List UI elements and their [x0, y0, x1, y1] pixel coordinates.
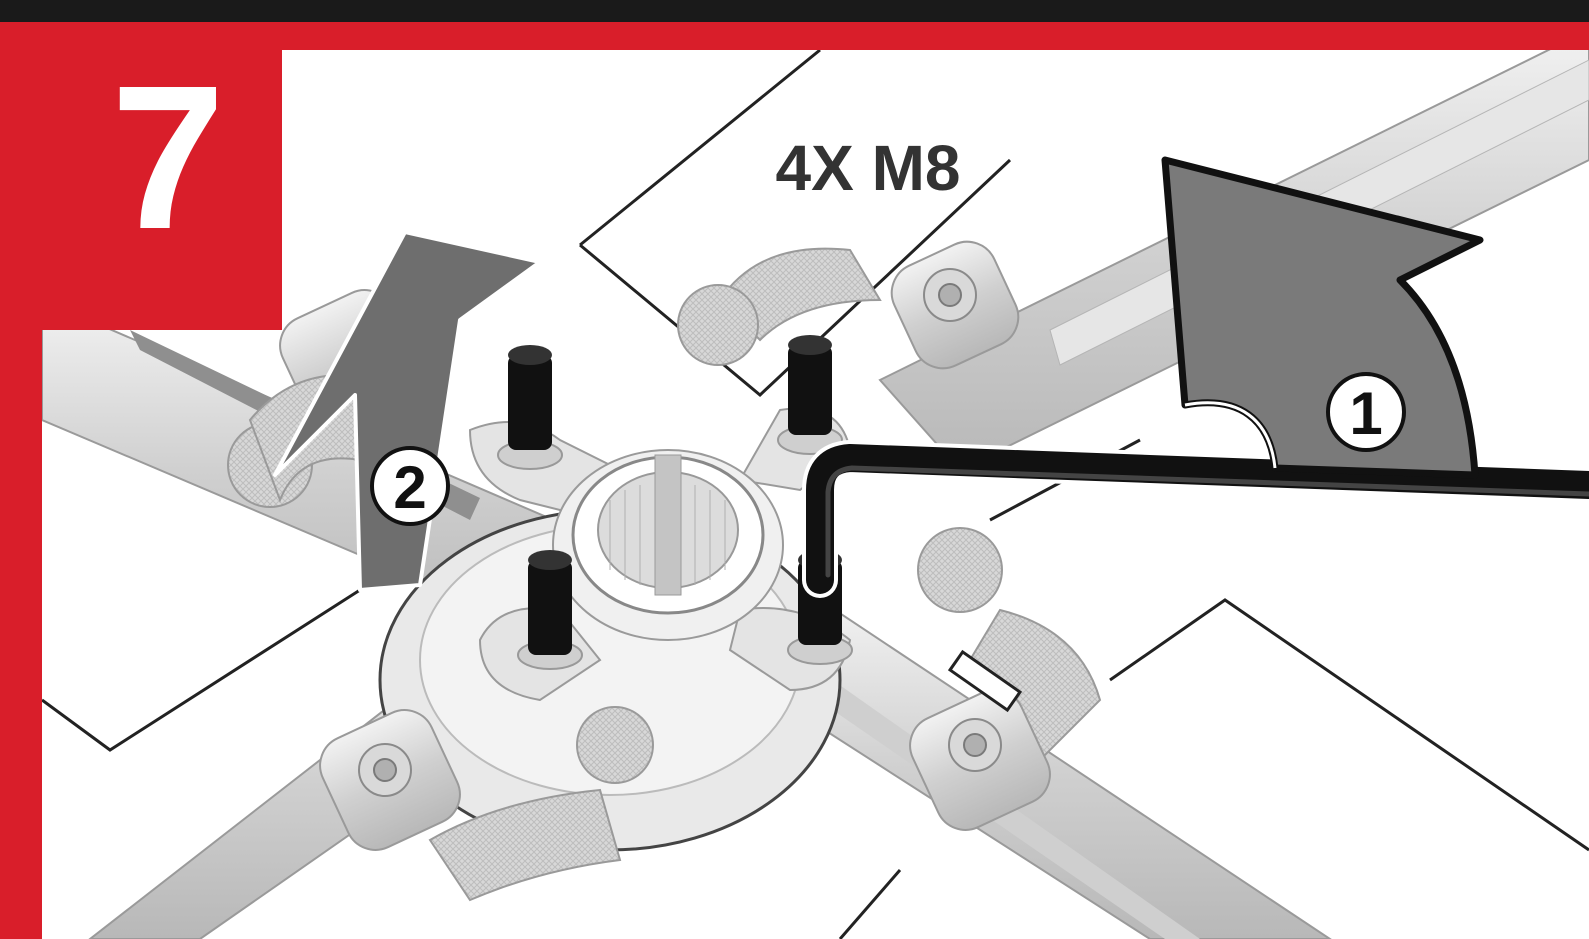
- callout-1: 1: [1326, 372, 1406, 452]
- bolt-icon: [777, 335, 843, 455]
- hex-key-icon: [802, 440, 1589, 598]
- lift-arrow-icon: [273, 230, 542, 592]
- clamp-right: [909, 527, 1102, 831]
- floor-outline-lower-right: [1109, 598, 1589, 852]
- callout-1-number: 1: [1349, 380, 1382, 447]
- quantity-label: 4X M8: [776, 132, 961, 204]
- callout-2-number: 2: [393, 454, 426, 521]
- floor-outline-bottom: [838, 869, 902, 939]
- floor-outline-left: [42, 588, 361, 752]
- floor-outline-upper-right: [579, 158, 1012, 398]
- bolt-icon: [497, 345, 563, 470]
- clamp-upper: [677, 240, 1020, 370]
- step-number: 7: [111, 43, 225, 272]
- bolt-icon: [517, 550, 583, 670]
- callout-2: 2: [370, 446, 450, 526]
- clamp-lower-left: [319, 706, 654, 902]
- floor-outline-upper: [579, 50, 821, 247]
